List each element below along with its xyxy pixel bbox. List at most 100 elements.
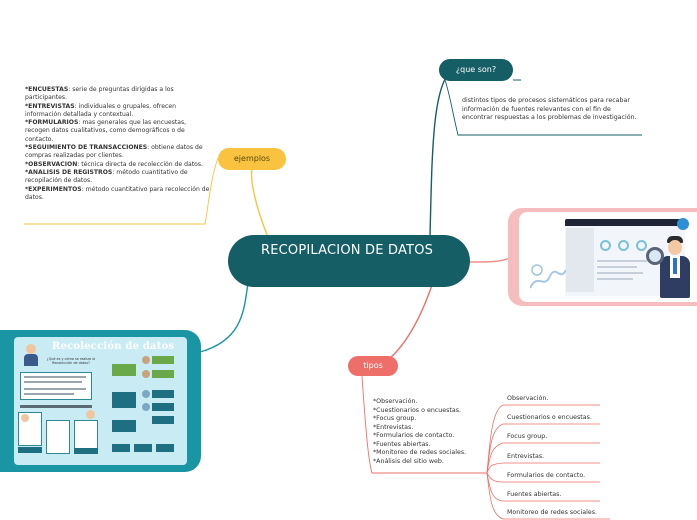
subtopic-entrevistas[interactable]: Entrevistas. bbox=[507, 453, 545, 460]
ejemplo-item: *ENTREVISTAS: individuales o grupales, o… bbox=[25, 103, 210, 120]
infographic-teal-box bbox=[152, 403, 174, 411]
ejemplo-term: *ENCUESTAS bbox=[25, 86, 69, 93]
infographic-column-box bbox=[46, 420, 70, 454]
tipos-list-item: *Focus group. bbox=[373, 415, 417, 422]
central-topic[interactable]: RECOPILACION DE DATOS bbox=[228, 235, 470, 287]
dashboard-sidebar-illustration bbox=[566, 228, 594, 292]
group-illustration bbox=[142, 370, 150, 378]
infographic-text-line bbox=[24, 376, 86, 378]
ejemplo-item: *FORMULARIOS: mas generales que las encu… bbox=[25, 119, 210, 144]
tipo-branch-lines bbox=[486, 404, 610, 520]
infographic-text-line bbox=[24, 388, 86, 390]
ejemplo-desc: : método cuantitativo para recolección d… bbox=[25, 185, 210, 201]
tipos-text: *Observación. *Cuestionarios o encuestas… bbox=[373, 398, 493, 466]
infographic-green-box bbox=[152, 370, 174, 378]
person-illustration bbox=[26, 344, 36, 354]
infographic-teal-box bbox=[112, 392, 136, 408]
ejemplo-desc: : serie de preguntas dirigidas a los par… bbox=[25, 86, 174, 102]
dashboard-row-illustration bbox=[597, 266, 637, 268]
person-hair-illustration bbox=[667, 236, 683, 243]
subtopic-formularios[interactable]: Formularios de contacto. bbox=[507, 472, 586, 479]
subtopic-monitoreo-redes[interactable]: Monitoreo de redes sociales. bbox=[507, 509, 597, 516]
infographic-teal-box bbox=[152, 390, 174, 398]
infographic-teal-box bbox=[134, 444, 152, 452]
ejemplo-desc: : mas generales que las encuestas, recog… bbox=[25, 119, 187, 143]
magnifier-icon bbox=[646, 247, 664, 265]
person-head-illustration bbox=[668, 240, 682, 255]
ejemplo-desc: : método cuantitativo de recopilación de… bbox=[25, 168, 188, 185]
dashboard-gauge-icon bbox=[600, 240, 611, 251]
ejemplo-term: *OBSERVACION bbox=[25, 160, 78, 168]
topic-que-son-label: ¿que son? bbox=[455, 65, 497, 74]
tipos-list-item: *Fuentes abiertas. bbox=[373, 440, 431, 448]
topic-ejemplos[interactable]: ejemplos bbox=[218, 148, 286, 170]
infographic-teal-box bbox=[156, 444, 174, 452]
infographic-heading-line bbox=[20, 405, 92, 408]
subtopic-cuestionarios[interactable]: Cuestionarios o encuestas. bbox=[507, 414, 592, 421]
infographic-text-line bbox=[24, 393, 74, 395]
person-body-illustration bbox=[24, 354, 38, 366]
ejemplo-item: *ENCUESTAS: serie de preguntas dirigidas… bbox=[25, 86, 210, 103]
ejemplo-term: *ANALISIS DE REGISTROS bbox=[25, 168, 113, 176]
dashboard-wave-illustration bbox=[530, 264, 566, 289]
group-illustration bbox=[142, 403, 150, 411]
ejemplo-term: *ENTREVISTAS bbox=[25, 102, 75, 110]
ejemplo-item: *ANALISIS DE REGISTROS: método cuantitat… bbox=[25, 169, 210, 186]
infographic-teal-box bbox=[112, 444, 130, 452]
pie-chart-icon bbox=[677, 218, 689, 230]
topic-tipos-label: tipos bbox=[363, 361, 383, 370]
subtopic-fuentes-abiertas[interactable]: Fuentes abiertas. bbox=[507, 491, 562, 498]
dashboard-row-illustration bbox=[597, 278, 633, 280]
infographic-subtitle: ¿Qué es y cómo se realiza la Recolección… bbox=[46, 357, 96, 366]
link-que-son bbox=[429, 71, 451, 237]
tipos-list-item: *Monitoreo de redes sociales. bbox=[373, 449, 467, 456]
ejemplo-term: *SEGUIMIENTO DE TRANSACCIONES bbox=[25, 144, 148, 152]
group-illustration bbox=[142, 390, 150, 398]
person-tie-illustration bbox=[673, 258, 677, 274]
tipos-list-item: *Observación. bbox=[373, 398, 418, 405]
infographic-label-bar bbox=[74, 448, 98, 454]
ejemplo-desc: : individuales o grupales, ofrecen infor… bbox=[25, 102, 176, 118]
link-ejemplos bbox=[250, 167, 269, 238]
infographic-green-box bbox=[152, 356, 174, 364]
dashboard-topbar-illustration bbox=[565, 219, 685, 226]
infographic-green-box bbox=[112, 364, 136, 376]
ejemplo-item: *EXPERIMENTOS: método cuantitativo para … bbox=[25, 186, 210, 203]
topic-ejemplos-label: ejemplos bbox=[233, 154, 271, 163]
ejemplo-term: *FORMULARIOS bbox=[25, 119, 79, 127]
link-que-son-text bbox=[444, 79, 642, 136]
link-tipos bbox=[389, 284, 433, 359]
dashboard-gauge-icon bbox=[618, 240, 629, 251]
tipos-list-item: *Entrevistas. bbox=[373, 423, 414, 431]
ejemplo-desc: : obtiene datos de compras realizadas po… bbox=[25, 144, 203, 160]
ejemplo-item: *SEGUIMIENTO DE TRANSACCIONES: obtiene d… bbox=[25, 144, 210, 161]
topic-tipos[interactable]: tipos bbox=[348, 356, 398, 376]
infographic-teal-box bbox=[152, 416, 174, 424]
tipos-list-item: *Análisis del sitio web. bbox=[373, 457, 444, 465]
subtopic-observacion[interactable]: Observación. bbox=[507, 395, 549, 402]
dashboard-row-illustration bbox=[597, 272, 643, 274]
ejemplo-item: *OBSERVACION: técnica directa de recolec… bbox=[25, 161, 210, 169]
tipos-list-item: *Formularios de contacto. bbox=[373, 432, 455, 439]
infographic-title: Recolección de datos bbox=[52, 341, 175, 352]
tipos-list-item: *Cuestionarios o encuestas. bbox=[373, 406, 462, 414]
que-son-text: distintos tipos de procesos sistemáticos… bbox=[462, 97, 637, 122]
link-image-right bbox=[469, 257, 511, 263]
group-illustration bbox=[142, 356, 150, 364]
link-ejemplos-text bbox=[24, 157, 219, 225]
infographic-label-bar bbox=[18, 447, 42, 453]
central-title: RECOPILACION DE DATOS bbox=[261, 243, 434, 258]
person-illustration bbox=[86, 410, 95, 419]
subtopic-focus-group[interactable]: Focus group. bbox=[507, 433, 548, 440]
person-illustration bbox=[21, 414, 29, 422]
link-image-left bbox=[199, 282, 249, 353]
ejemplo-term: *EXPERIMENTOS bbox=[25, 185, 82, 193]
link-tipos-text bbox=[361, 375, 487, 474]
dashboard-gauge-icon bbox=[636, 240, 647, 251]
dashboard-row-illustration bbox=[597, 260, 647, 262]
infographic-teal-box bbox=[112, 420, 136, 432]
topic-que-son[interactable]: ¿que son? bbox=[439, 59, 513, 81]
ejemplo-desc: : técnica directa de recolección de dato… bbox=[77, 160, 203, 168]
ejemplos-text: *ENCUESTAS: serie de preguntas dirigidas… bbox=[25, 86, 210, 202]
